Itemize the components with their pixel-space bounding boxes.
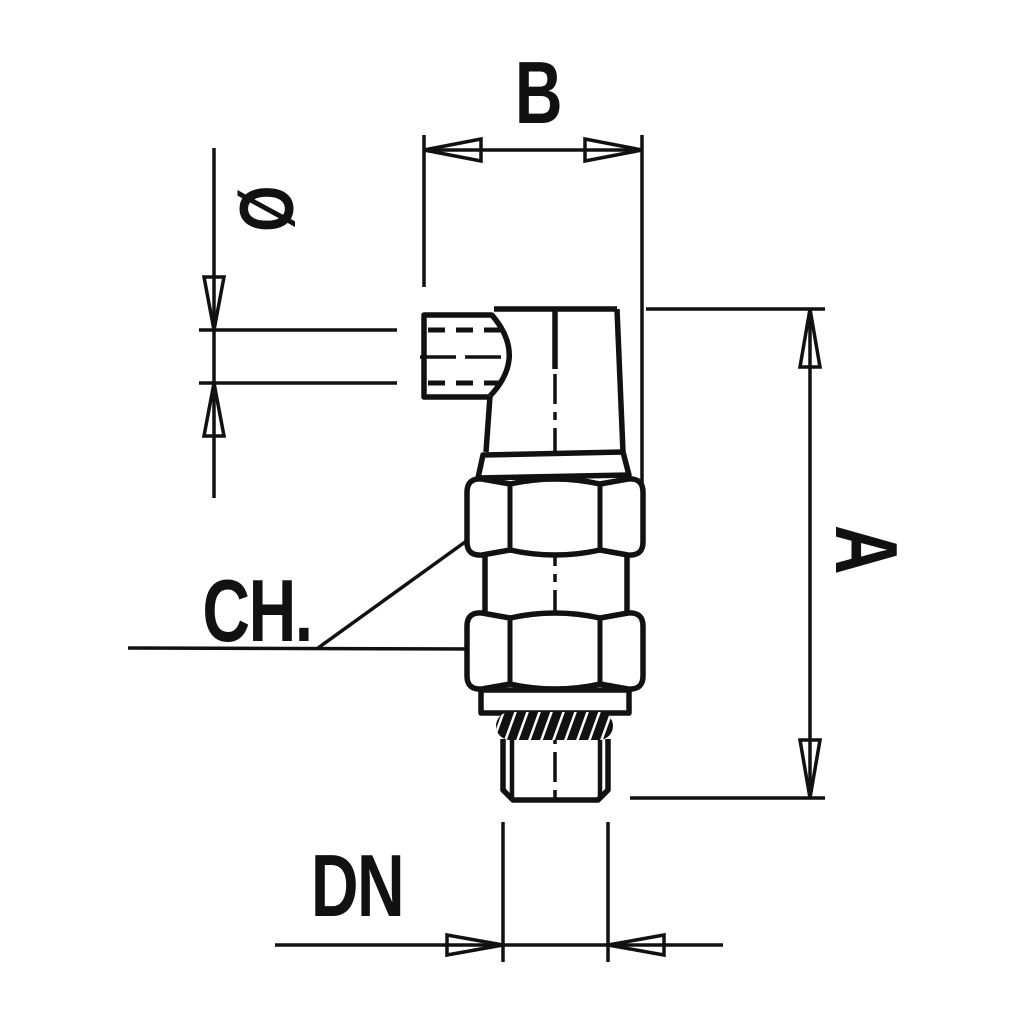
dimension-dn (275, 822, 723, 962)
ch-leader-diagonal (316, 535, 474, 650)
threaded-stud-outline (500, 739, 611, 803)
dn-arrowhead-right (445, 932, 504, 958)
leader-ch (127, 521, 499, 660)
dimension-a (630, 307, 825, 800)
hex-nut-top-outline (464, 476, 646, 558)
upper-collar (475, 449, 632, 481)
hex-nut-bottom-outline (464, 610, 646, 692)
a-arrowhead-up (797, 308, 823, 369)
lower-collar (478, 687, 632, 716)
seal-band (496, 712, 613, 740)
b-arrowhead-left (423, 136, 483, 164)
elbow-fillet-arc (487, 312, 512, 398)
dim-label-diameter: Ø (223, 185, 308, 231)
ch-leader-horizontal (127, 646, 482, 651)
dimension-b (422, 135, 644, 483)
diameter-arrowhead-down (201, 275, 227, 331)
dim-label-a: A (817, 524, 916, 574)
dim-label-dn: DN (310, 836, 405, 935)
dn-arrowhead-left (607, 932, 666, 958)
body-left-edge (483, 395, 493, 453)
dimension-diameter (199, 148, 397, 498)
diameter-arrowhead-up (201, 382, 227, 438)
b-arrowhead-right (583, 136, 643, 164)
a-arrowhead-down (797, 738, 823, 799)
body-right-edge (614, 308, 626, 453)
dim-label-b: B (514, 43, 563, 142)
fitting-body (420, 306, 646, 803)
dim-label-ch: CH. (202, 561, 313, 660)
